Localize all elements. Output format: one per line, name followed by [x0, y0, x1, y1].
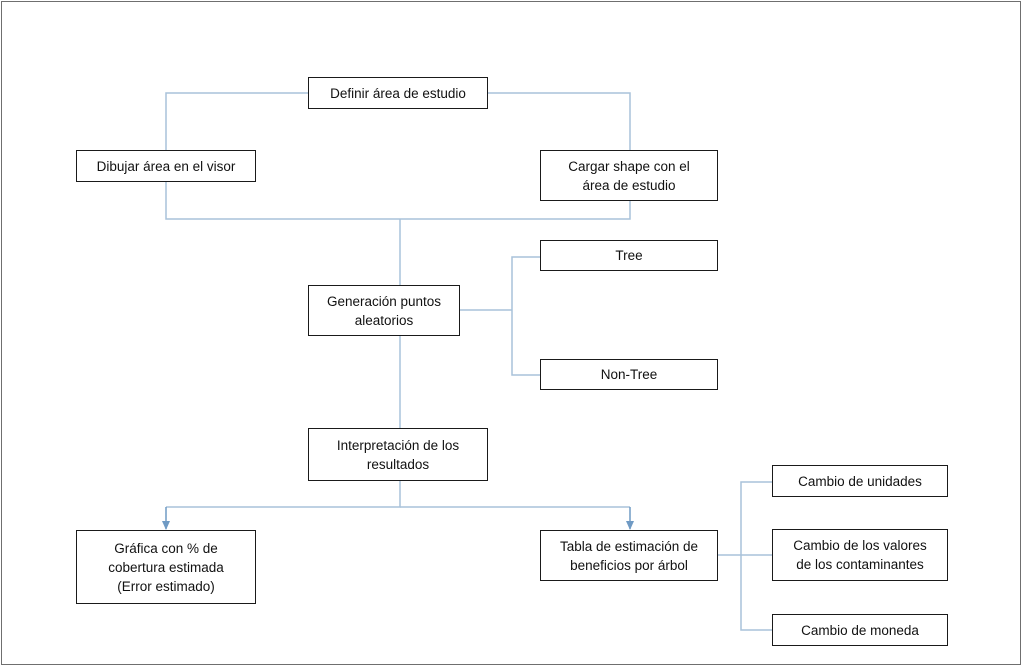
node-definir-area: Definir área de estudio [308, 77, 488, 109]
node-tree: Tree [540, 240, 718, 271]
node-dibujar-area-label: Dibujar área en el visor [96, 158, 236, 174]
node-interpretacion: Interpretación de los resultados [308, 428, 488, 481]
node-cambio-moneda-label: Cambio de moneda [801, 622, 919, 638]
connector-interpretacion-split [166, 481, 401, 508]
node-generacion-puntos: Generación puntos aleatorios [308, 285, 460, 336]
connector-dibujar-merge [165, 181, 400, 220]
connector-to-tree [511, 256, 540, 310]
node-non-tree: Non-Tree [540, 359, 718, 390]
node-grafica-label: Gráfica con % de cobertura estimada (Err… [108, 540, 224, 594]
node-generacion-puntos-label: Generación puntos aleatorios [326, 293, 442, 328]
connector-to-cambio-moneda [740, 555, 772, 631]
node-tabla: Tabla de estimación de beneficios por ár… [540, 530, 718, 581]
node-cambio-unidades-label: Cambio de unidades [798, 473, 922, 489]
node-interpretacion-label: Interpretación de los resultados [336, 437, 460, 472]
node-non-tree-label: Non-Tree [600, 367, 658, 382]
node-cargar-shape-label: Cargar shape con el área de estudio [568, 158, 690, 193]
node-grafica: Gráfica con % de cobertura estimada (Err… [76, 530, 256, 604]
node-cambio-unidades: Cambio de unidades [772, 465, 948, 497]
node-cambio-valores-label: Cambio de los valores de los contaminant… [793, 538, 927, 572]
connector-definir-to-cargar [488, 92, 631, 150]
node-tabla-label: Tabla de estimación de beneficios por ár… [559, 538, 699, 573]
node-cargar-shape: Cargar shape con el área de estudio [540, 150, 718, 201]
node-definir-area-label: Definir área de estudio [330, 85, 466, 101]
connector-definir-to-dibujar [165, 92, 308, 150]
node-tree-label: Tree [615, 248, 643, 263]
connector-to-non-tree [511, 310, 540, 376]
node-cambio-moneda: Cambio de moneda [772, 614, 948, 646]
node-dibujar-area: Dibujar área en el visor [76, 150, 256, 182]
node-cambio-valores: Cambio de los valores de los contaminant… [772, 529, 948, 581]
connector-cargar-merge [400, 201, 631, 220]
connector-to-cambio-unidades [740, 481, 772, 555]
